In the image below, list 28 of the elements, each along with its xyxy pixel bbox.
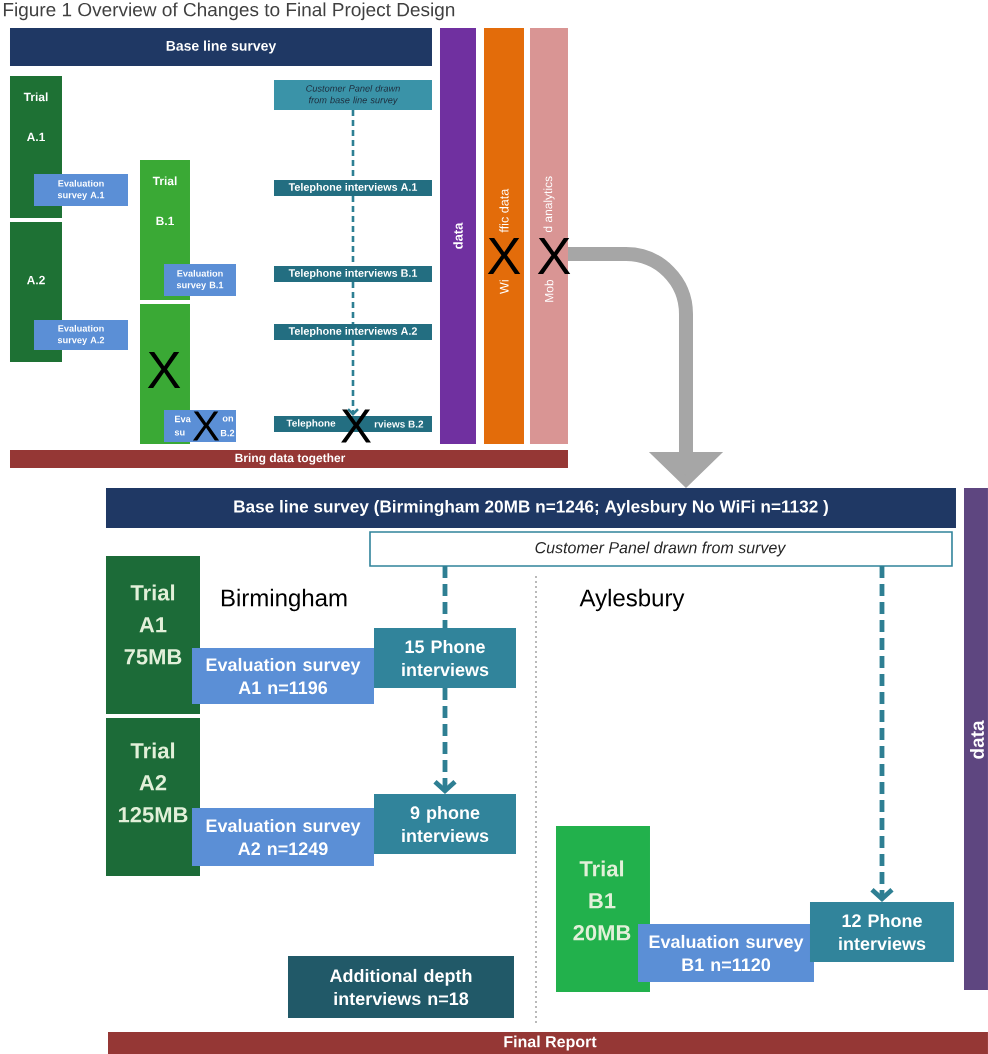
cross-mark: X <box>147 352 181 388</box>
cross-mark: X <box>537 238 571 274</box>
cross-mark: X <box>192 411 220 441</box>
dashed-line <box>351 110 355 180</box>
survey-box: Evaluation survey A1 n=1196 <box>192 648 374 704</box>
trial-column: Trial A2 125MB <box>106 718 200 876</box>
dashed-arrow <box>870 566 894 902</box>
dashed-arrow <box>433 688 457 794</box>
interview-box: Additional depth interviews n=18 <box>288 956 514 1018</box>
dashed-line <box>442 566 448 628</box>
panel-box: Customer Panel drawn from survey <box>369 531 953 567</box>
interview-box: 9 phone interviews <box>374 794 516 854</box>
trial-column: Trial B1 20MB <box>556 826 650 992</box>
header-bar: Base line survey (Birmingham 20MB n=1246; Aylesbury No WiFi n=1132 ) <box>106 488 956 528</box>
survey-box: Evaluation survey A2 n=1249 <box>192 808 374 866</box>
figure-title: Figure 1 Overview of Changes to Final Project Design <box>3 2 455 21</box>
region-label: Birmingham <box>221 588 347 612</box>
dashed-line <box>351 196 355 266</box>
trial-column: Trial A1 75MB <box>106 556 200 714</box>
dashed-arrow <box>347 340 359 416</box>
dashed-line <box>351 282 355 324</box>
cross-mark: X <box>487 238 521 274</box>
footer-bar: Final Report <box>108 1032 988 1054</box>
data-column: data <box>964 488 988 990</box>
interview-box: 15 Phone interviews <box>374 628 516 688</box>
region-label: Aylesbury <box>579 588 685 612</box>
interview-box: 12 Phone interviews <box>810 902 954 962</box>
survey-box: Evaluation survey B1 n=1120 <box>638 924 814 982</box>
